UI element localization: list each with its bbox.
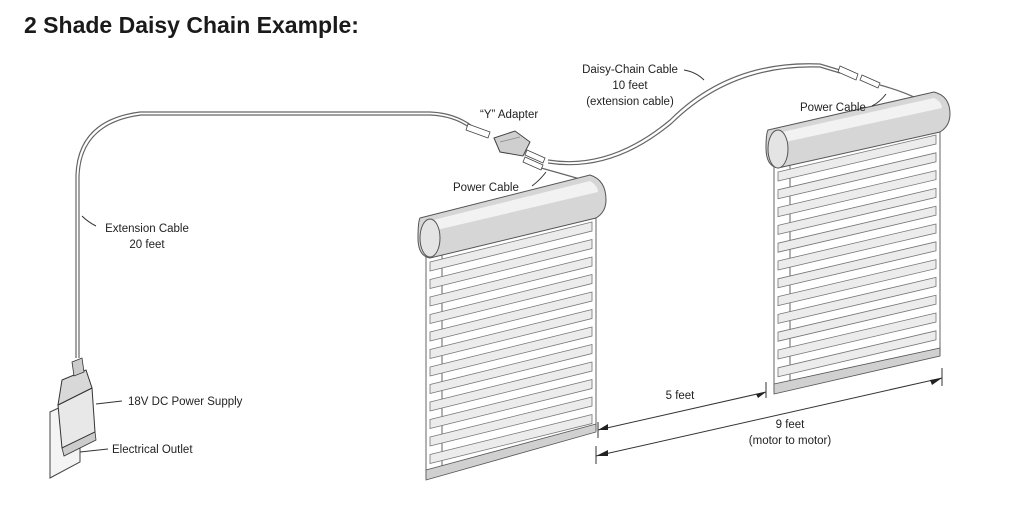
shade-slat <box>429 221 593 272</box>
shade-slat <box>777 134 937 182</box>
extension-cable <box>75 111 473 358</box>
label-distance-9: 9 feet <box>776 419 806 431</box>
shade-slat <box>429 308 593 360</box>
shade-slat <box>429 238 593 290</box>
shade-slat <box>429 378 593 430</box>
leader-lines <box>79 69 887 453</box>
label-daisy-chain-cable: Daisy-Chain Cable <box>582 64 678 76</box>
label-power-supply: 18V DC Power Supply <box>128 396 243 408</box>
labels: Daisy-Chain Cable 10 feet (extension cab… <box>105 64 866 456</box>
power-supply <box>49 357 97 479</box>
page-title: 2 Shade Daisy Chain Example: <box>24 12 359 38</box>
shade-slat <box>429 413 593 465</box>
shade-slat <box>429 361 593 412</box>
shade-slat <box>777 312 937 360</box>
shade-slat <box>429 326 593 377</box>
shade-slat <box>777 152 937 200</box>
shade-slat <box>777 187 937 235</box>
left-shade <box>417 174 607 481</box>
shade-slat <box>429 256 593 307</box>
shade-slat <box>429 396 593 447</box>
shade-slat <box>777 276 937 324</box>
label-distance-9-note: (motor to motor) <box>749 435 832 447</box>
shade-slat <box>429 343 593 395</box>
shade-slat <box>429 291 593 342</box>
shade-slat <box>777 170 937 218</box>
shade-slat <box>777 223 937 271</box>
label-y-adapter: “Y” Adapter <box>480 109 538 121</box>
label-power-cable-right: Power Cable <box>800 102 866 114</box>
label-distance-5: 5 feet <box>666 390 696 402</box>
label-daisy-chain-note: (extension cable) <box>586 96 674 108</box>
label-extension-cable: Extension Cable <box>105 223 189 235</box>
dimension-lines <box>595 368 943 464</box>
label-electrical-outlet: Electrical Outlet <box>112 444 193 456</box>
y-adapter <box>465 123 591 183</box>
shade-slat <box>777 330 937 378</box>
shade-slat <box>777 294 937 342</box>
label-power-cable-left: Power Cable <box>453 182 519 194</box>
shade-slat <box>777 241 937 289</box>
right-shade <box>765 91 951 395</box>
label-extension-length: 20 feet <box>129 239 165 251</box>
label-daisy-chain-length: 10 feet <box>612 80 648 92</box>
shade-slat <box>777 205 937 253</box>
shade-slat <box>777 259 937 307</box>
shade-slat <box>429 273 593 325</box>
